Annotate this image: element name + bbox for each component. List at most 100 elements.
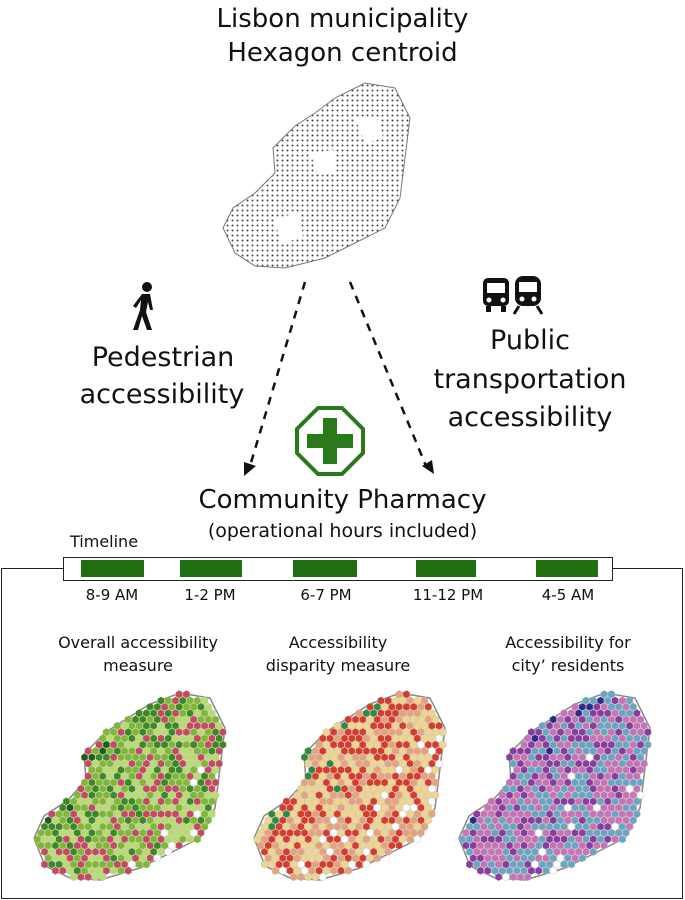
hex-cell — [417, 702, 425, 712]
hex-cell — [135, 721, 143, 730]
timeline-slot-5 — [536, 560, 598, 577]
hex-cell — [219, 727, 227, 737]
timeline-slot-1 — [81, 560, 144, 577]
hex-cell — [135, 772, 143, 781]
hex-cell — [549, 778, 557, 787]
hex-cell — [117, 790, 125, 800]
hex-cell — [564, 816, 572, 825]
hex-cell — [84, 797, 92, 806]
hex-cell — [344, 828, 352, 838]
hex-cell — [322, 753, 330, 762]
hex-cell — [359, 790, 367, 800]
hex-cell — [582, 759, 590, 768]
hex-cell — [370, 797, 378, 806]
hex-cell — [593, 828, 601, 838]
hex-cell — [293, 816, 301, 825]
hex-cell — [164, 835, 172, 844]
hex-cell — [564, 841, 572, 850]
hex-cell — [168, 702, 176, 712]
dashed-arrows — [244, 281, 434, 476]
hex-cell — [636, 740, 645, 749]
hex-cell — [153, 828, 161, 838]
hex-cell — [355, 772, 363, 781]
hex-cell — [330, 753, 338, 762]
hex-cell — [81, 816, 89, 825]
hex-cell — [527, 790, 535, 800]
hex-cell — [395, 803, 403, 812]
hex-cell — [513, 828, 521, 838]
hex-cell — [589, 847, 597, 856]
hex-cell — [596, 784, 605, 793]
hex-cell — [596, 759, 605, 768]
hex-cell — [344, 715, 352, 724]
hex-cell — [502, 872, 510, 882]
hex-cell — [308, 778, 316, 787]
hex-cell — [304, 746, 312, 756]
hex-cell — [421, 797, 429, 806]
hex-cell — [297, 835, 305, 844]
hex-cell — [410, 816, 418, 825]
hex-cell — [395, 841, 403, 850]
hex-cell — [153, 702, 161, 712]
hex-cell — [578, 765, 586, 775]
hex-cell — [399, 772, 407, 781]
hex-cell — [157, 696, 165, 705]
hex-cell — [600, 828, 608, 838]
hex-cell — [417, 816, 425, 825]
hex-cell — [297, 822, 305, 831]
hex-cell — [527, 803, 535, 812]
hex-cell — [618, 797, 626, 806]
hex-cell — [527, 866, 535, 875]
hex-cell — [604, 709, 612, 718]
hex-cell — [381, 778, 389, 787]
hex-cell — [560, 746, 568, 756]
hex-cell — [626, 746, 634, 756]
hex-cell — [513, 753, 521, 762]
hex-cell — [164, 784, 172, 793]
hex-cell — [84, 746, 92, 756]
hex-cell — [402, 740, 410, 749]
hex-cell — [600, 753, 608, 762]
hex-cell — [359, 803, 367, 812]
hex-cell — [348, 860, 356, 869]
hex-cell — [182, 765, 190, 775]
hex-cell — [546, 835, 554, 844]
hex-cell — [150, 734, 158, 743]
hex-cell — [344, 803, 352, 812]
hex-cell — [384, 772, 392, 781]
hex-cell — [384, 746, 392, 756]
hex-cell — [556, 803, 565, 812]
hex-cell — [337, 853, 345, 863]
hex-cell — [370, 734, 378, 743]
hex-cell — [319, 772, 327, 781]
hex-cell — [495, 847, 503, 856]
hex-cell — [538, 772, 546, 781]
hex-cell — [596, 835, 605, 844]
hex-cell — [164, 759, 172, 768]
hex-cell — [113, 721, 121, 730]
hex-cell — [604, 759, 612, 768]
hex-cell — [549, 866, 557, 875]
hex-cell — [553, 797, 561, 806]
hex-cell — [301, 790, 309, 800]
pedestrian-label-line2: accessibility — [79, 379, 245, 410]
hex-cell — [146, 778, 154, 787]
hex-cell — [406, 709, 414, 718]
hex-cell — [589, 822, 597, 831]
hex-cell — [644, 740, 652, 749]
hex-cell — [179, 809, 187, 819]
hex-cell — [377, 835, 385, 844]
hex-cell — [351, 740, 360, 749]
hex-cell — [538, 822, 546, 831]
hex-cell — [413, 822, 421, 831]
timeline-label-slot-3: 6-7 PM — [300, 586, 352, 604]
hex-cell — [279, 803, 287, 812]
hex-cell — [153, 740, 161, 749]
hex-cell — [161, 828, 169, 838]
hex-cell — [344, 866, 352, 875]
hex-cell — [633, 809, 641, 819]
hex-cell — [311, 746, 319, 756]
hex-cell — [362, 822, 370, 831]
hex-cell — [81, 853, 89, 863]
hex-cell — [73, 790, 81, 800]
